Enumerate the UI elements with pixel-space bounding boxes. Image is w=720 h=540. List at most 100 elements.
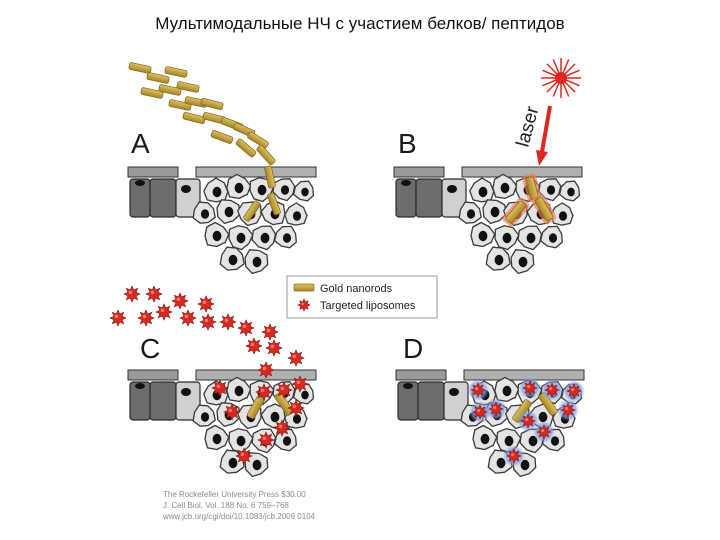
cell	[492, 173, 518, 200]
citation-line-2: J. Cell Biol. Vol. 188 No. 6 759–768	[163, 501, 289, 510]
liposome-star-icon	[533, 421, 555, 443]
laser-arrow-icon	[536, 105, 552, 166]
gold-nanorod	[168, 99, 192, 111]
cell	[539, 225, 563, 249]
cell	[244, 451, 269, 478]
liposome-star-icon	[275, 381, 293, 399]
panel-c	[109, 285, 317, 478]
liposome-star-icon	[137, 309, 155, 327]
cell	[273, 225, 297, 249]
cell	[482, 199, 507, 225]
liposome-star-icon	[155, 303, 173, 321]
liposome-star-icon	[519, 377, 541, 399]
liposome-star-icon	[223, 403, 241, 421]
tissue-top-layer	[393, 166, 445, 178]
gold-nanorod	[246, 394, 266, 420]
liposome-star-icon	[235, 447, 253, 465]
tissue-top-layer	[463, 369, 585, 381]
cell	[228, 428, 254, 454]
cell	[292, 180, 315, 202]
cell	[251, 225, 277, 251]
liposome-star-icon	[557, 399, 579, 421]
nucleus	[403, 383, 413, 389]
cell	[458, 201, 482, 224]
legend: Gold nanorods Targeted liposomes	[286, 275, 438, 319]
liposome-star-icon	[541, 379, 563, 401]
liposome-star-icon	[291, 375, 309, 393]
gold-nanorod	[264, 165, 276, 189]
gold-nanorod	[164, 66, 188, 78]
liposome-star-icon	[179, 309, 197, 327]
liposome-star-icon	[563, 380, 585, 402]
citation-line-1: The Rockefeller University Press $30.00	[163, 490, 306, 499]
gold-nanorod	[531, 193, 557, 225]
legend-label-targeted-liposomes: Targeted liposomes	[320, 300, 416, 312]
gold-nanorod-icon	[293, 283, 315, 292]
citation: The Rockefeller University Press $30.00 …	[163, 489, 315, 522]
gold-nanorod	[158, 84, 182, 96]
gold-nanorod	[235, 138, 257, 158]
liposome-star-icon	[109, 309, 127, 327]
liposome-star-icon	[517, 410, 539, 432]
liposome-star-icon	[257, 431, 275, 449]
liposome-star-icon	[287, 349, 305, 367]
gold-nanorod	[267, 192, 281, 216]
cell	[284, 202, 308, 226]
panel-a	[127, 62, 317, 275]
liposome-star-icon	[211, 379, 229, 397]
star-liposome-icon	[297, 298, 311, 312]
gold-nanorod	[128, 62, 152, 74]
nucleus	[135, 180, 145, 186]
cell	[558, 180, 581, 202]
gold-nanorod	[538, 392, 558, 416]
liposome-star-icon	[257, 361, 275, 379]
liposome-star-icon	[265, 339, 283, 357]
panel-letter-d: D	[403, 333, 423, 364]
slide-title: Мультимодальные НЧ с участием белков/ пе…	[155, 14, 565, 33]
gold-nanorod	[176, 81, 200, 93]
nucleus	[447, 185, 457, 193]
nucleus	[181, 185, 191, 193]
cell	[273, 428, 297, 452]
cell	[494, 225, 520, 251]
cell	[219, 246, 245, 271]
panel-d	[395, 369, 585, 478]
cell	[228, 225, 254, 251]
nucleus	[401, 180, 411, 186]
cell	[469, 177, 495, 203]
cell	[550, 202, 574, 226]
cell	[272, 178, 296, 202]
liposome-star-icon	[297, 298, 311, 312]
liposome-star-icon	[219, 313, 237, 331]
tissue-top-layer	[195, 166, 317, 178]
liposome-star-icon	[237, 319, 255, 337]
liposome-star-icon	[469, 401, 491, 423]
gold-nanorod	[182, 112, 206, 124]
panel-letter-a: A	[131, 128, 150, 159]
liposome-star-icon	[467, 379, 489, 401]
cell	[226, 376, 252, 403]
legend-label-gold-nanorods: Gold nanorods	[320, 283, 393, 295]
liposome-star-icon	[273, 419, 291, 437]
tissue-top-layer	[195, 369, 317, 381]
cell	[260, 403, 286, 429]
cell	[192, 404, 216, 427]
gold-nanorod	[200, 98, 224, 110]
tissue-top-layer	[127, 166, 179, 178]
cell	[192, 201, 216, 224]
cell	[216, 199, 241, 225]
gold-nanorod	[243, 200, 261, 222]
panel-letter-b: B	[398, 128, 417, 159]
cell	[244, 248, 269, 275]
liposome-star-icon	[171, 292, 189, 310]
laser-label: laser	[513, 103, 544, 149]
liposome-star-icon	[245, 337, 263, 355]
cell	[470, 221, 496, 248]
liposome-star-icon	[197, 295, 215, 313]
panel-letter-c: C	[140, 333, 160, 364]
panel-b	[393, 166, 583, 275]
nucleus	[181, 388, 191, 396]
liposome-star-icon	[255, 383, 273, 401]
liposome-star-icon	[261, 323, 279, 341]
